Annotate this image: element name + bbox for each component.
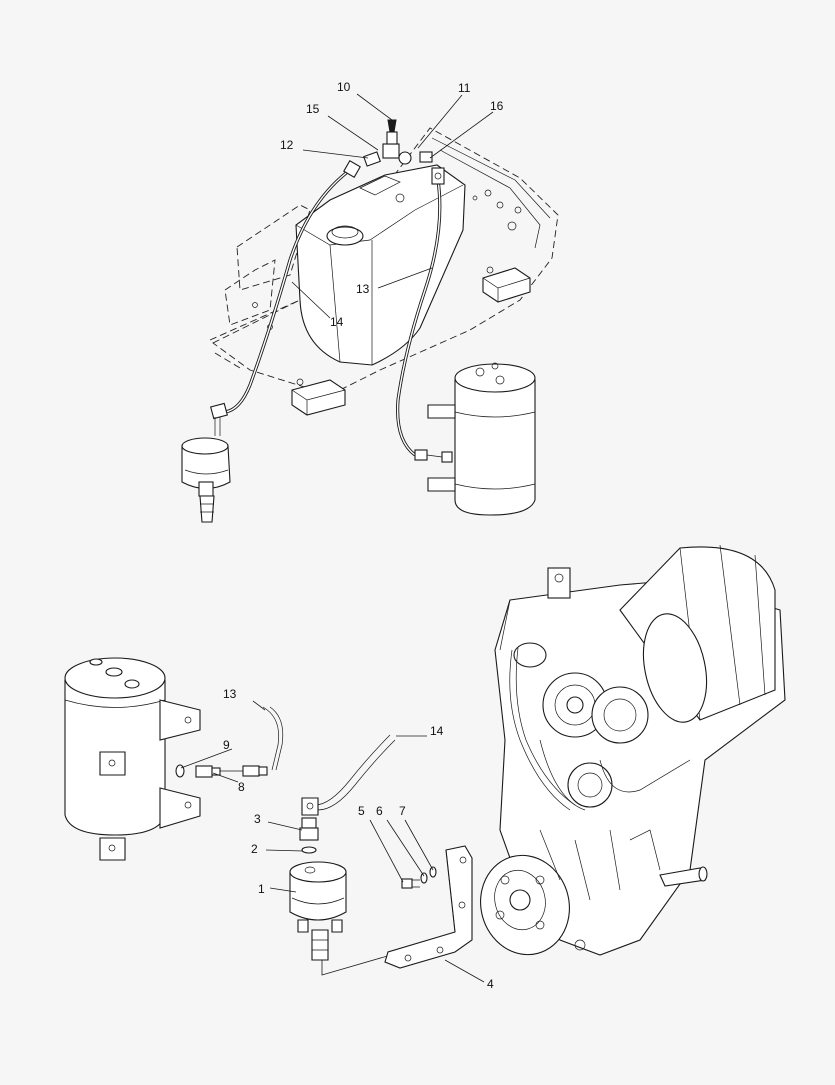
callout-11: 11 <box>458 81 471 95</box>
washer-pump-top <box>181 402 231 523</box>
hose-14-bottom <box>301 734 396 816</box>
air-tank-top <box>414 362 536 516</box>
leader-lines <box>180 93 494 983</box>
callout-4: 4 <box>487 977 494 991</box>
air-tank-bottom <box>64 657 201 861</box>
callout-15: 15 <box>306 102 320 116</box>
callout-3: 3 <box>254 812 261 826</box>
pump-assembly-bottom <box>289 817 416 976</box>
hose-line-13-top <box>396 179 442 457</box>
callout-8: 8 <box>238 780 245 794</box>
top-fittings-cluster <box>343 119 445 185</box>
fasteners-5-6-7 <box>401 866 437 889</box>
callout-1: 1 <box>258 882 265 896</box>
callout-labels: 10 11 16 15 12 13 14 13 9 8 14 5 6 7 3 2… <box>223 80 504 991</box>
callout-10: 10 <box>337 80 351 94</box>
washer-reservoir-tank <box>295 164 466 366</box>
transmission-housing <box>480 544 786 956</box>
fitting-8-9 <box>175 764 243 778</box>
callout-13-bottom: 13 <box>223 687 237 701</box>
hose-line-14-top <box>224 168 351 414</box>
hose-13-bottom <box>242 706 284 777</box>
callout-12: 12 <box>280 138 294 152</box>
callout-16: 16 <box>490 99 504 113</box>
callout-7: 7 <box>399 804 406 818</box>
mounting-bracket-4 <box>384 845 473 969</box>
callout-14-top: 14 <box>330 315 344 329</box>
callout-13-top: 13 <box>356 282 370 296</box>
callout-9: 9 <box>223 738 230 752</box>
callout-6: 6 <box>376 804 383 818</box>
callout-2: 2 <box>251 842 258 856</box>
callout-5: 5 <box>358 804 365 818</box>
callout-14-bottom: 14 <box>430 724 444 738</box>
